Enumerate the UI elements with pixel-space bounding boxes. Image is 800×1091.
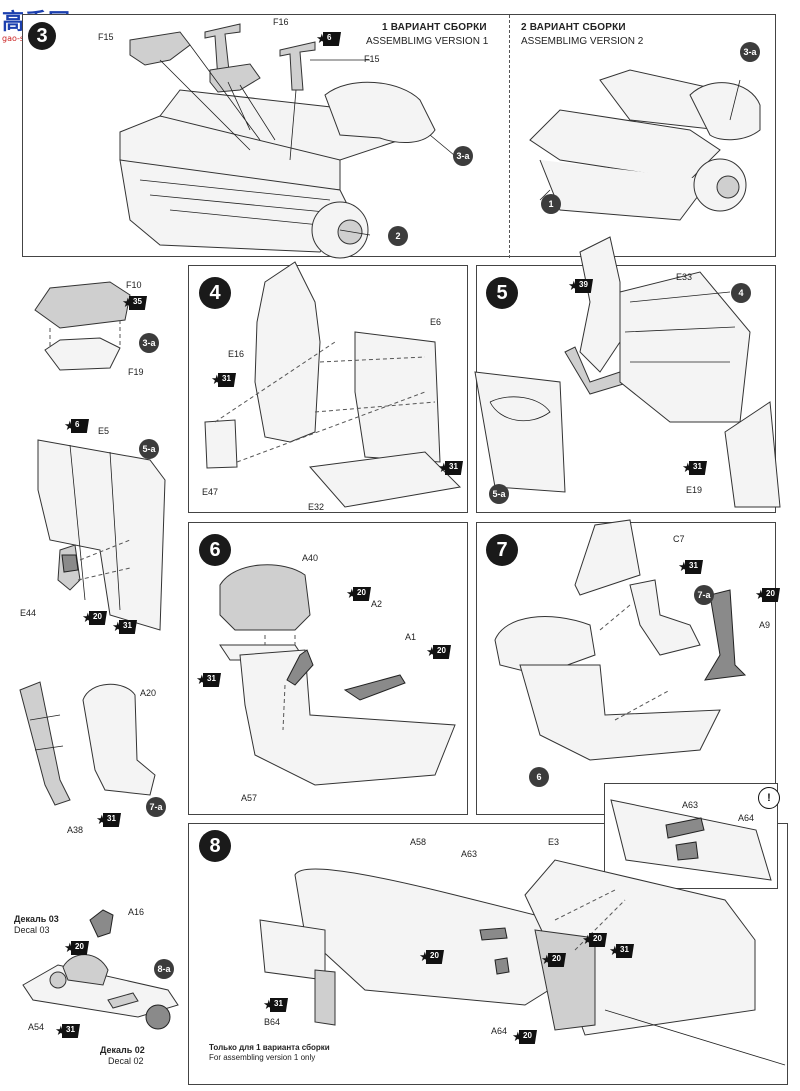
badge-20-step8-c: ★20 xyxy=(541,952,566,967)
ref-1: 1 xyxy=(541,194,561,214)
label-e32: E32 xyxy=(308,502,325,512)
ref-3a-sub: 3-a xyxy=(139,333,159,353)
label-a38: A38 xyxy=(67,825,84,835)
ref-7a-step7: 7-a xyxy=(694,585,714,605)
badge-20-sub5a: ★20 xyxy=(82,610,107,625)
version1-title: 1 ВАРИАНТ СБОРКИ xyxy=(382,22,487,33)
ref-5a-sub: 5-a xyxy=(139,439,159,459)
step-4-drawing xyxy=(204,261,462,508)
label-a63-inset: A63 xyxy=(682,800,699,810)
badge-31-step7: ★31 xyxy=(678,559,703,574)
version2-subtitle: ASSEMBLIMG VERSION 2 xyxy=(521,36,644,47)
version1-subtitle: ASSEMBLIMG VERSION 1 xyxy=(366,36,489,47)
decal-02-ru: Декаль 02 xyxy=(100,1045,145,1055)
label-a64-inset: A64 xyxy=(738,813,755,823)
sub-8a-drawing xyxy=(22,909,179,1030)
label-f10: F10 xyxy=(126,280,142,290)
label-a40: A40 xyxy=(302,553,319,563)
label-e19: E19 xyxy=(686,485,703,495)
badge-31-step4-left: ★31 xyxy=(211,372,236,387)
label-a64-main: A64 xyxy=(491,1026,508,1036)
label-e44: E44 xyxy=(20,608,37,618)
engine-drawing-version1 xyxy=(119,23,461,259)
step-6-drawing xyxy=(219,564,456,786)
badge-20-step8-a: ★20 xyxy=(419,949,444,964)
step-5-drawing xyxy=(474,236,781,508)
label-e6: E6 xyxy=(430,317,442,327)
label-a20: A20 xyxy=(140,688,157,698)
label-a63-main: A63 xyxy=(461,849,478,859)
badge-20-step8-b: ★20 xyxy=(582,932,607,947)
note-version1-ru: Только для 1 варианта сборки xyxy=(209,1043,330,1052)
badge-20-step7: ★20 xyxy=(755,587,780,602)
label-a57: A57 xyxy=(241,793,258,803)
label-a2: A2 xyxy=(371,599,383,609)
badge-35: ★35 xyxy=(122,295,147,310)
label-c7: C7 xyxy=(673,534,685,544)
label-f19: F19 xyxy=(128,367,144,377)
badge-39: ★39 xyxy=(568,278,593,293)
label-e33: E33 xyxy=(676,272,693,282)
sub-3a-drawing xyxy=(34,281,131,371)
decal-02-en: Decal 02 xyxy=(108,1056,144,1066)
ref-8a: 8-a xyxy=(154,959,174,979)
ref-4: 4 xyxy=(731,283,751,303)
step-3-number: 3 xyxy=(28,22,56,50)
ref-2: 2 xyxy=(388,226,408,246)
step-4-number: 4 xyxy=(199,277,231,309)
badge-31-step6: ★31 xyxy=(196,672,221,687)
version2-title: 2 ВАРИАНТ СБОРКИ xyxy=(521,22,626,33)
decal-03-ru: Декаль 03 xyxy=(14,914,59,924)
badge-31-sub7a: ★31 xyxy=(96,812,121,827)
step-8-number: 8 xyxy=(199,830,231,862)
ref-5a: 5-a xyxy=(489,484,509,504)
label-a16: A16 xyxy=(128,907,145,917)
step-6-number: 6 xyxy=(199,534,231,566)
badge-20-step6-a1: ★20 xyxy=(426,644,451,659)
badge-31-step5: ★31 xyxy=(682,460,707,475)
decal-03-en: Decal 03 xyxy=(14,925,50,935)
label-f16: F16 xyxy=(273,17,289,27)
label-a58: A58 xyxy=(410,837,427,847)
badge-31-sub8a: ★31 xyxy=(55,1023,80,1038)
badge-20-step6-a2: ★20 xyxy=(346,586,371,601)
step-8-inset-drawing xyxy=(610,799,772,881)
badge-31-sub5a: ★31 xyxy=(112,619,137,634)
label-b64: B64 xyxy=(264,1017,281,1027)
step-5-number: 5 xyxy=(486,277,518,309)
ref-3a-v1: 3-a xyxy=(453,146,473,166)
label-e47: E47 xyxy=(202,487,219,497)
step-7-drawing xyxy=(494,519,747,761)
label-a1: A1 xyxy=(405,632,417,642)
sub-7a-drawing xyxy=(19,681,156,806)
badge-20-sub8a: ★20 xyxy=(64,940,89,955)
badge-31-step4-right: ★31 xyxy=(438,460,463,475)
ref-7a-sub: 7-a xyxy=(146,797,166,817)
badge-6-sub5a: ★6 xyxy=(64,418,89,433)
label-e16: E16 xyxy=(228,349,245,359)
label-e5: E5 xyxy=(98,426,110,436)
label-e3: E3 xyxy=(548,837,560,847)
label-f15-left: F15 xyxy=(98,32,114,42)
step-7-number: 7 xyxy=(486,534,518,566)
badge-31-step8-a: ★31 xyxy=(609,943,634,958)
label-a9: A9 xyxy=(759,620,771,630)
sub-5a-drawing xyxy=(37,439,166,631)
version-divider xyxy=(509,15,510,258)
ref-3a-v2: 3-a xyxy=(740,42,760,62)
inset-warning-mark: ! xyxy=(758,787,780,809)
badge-31-step8-b: ★31 xyxy=(263,997,288,1012)
step-8-drawing xyxy=(259,859,786,1066)
note-version1-en: For assembling version 1 only xyxy=(209,1053,316,1062)
badge-6-top: ★6 xyxy=(316,31,341,46)
label-a54: A54 xyxy=(28,1022,45,1032)
engine-drawing-version2 xyxy=(529,69,761,221)
ref-6: 6 xyxy=(529,767,549,787)
label-f15-right: F15 xyxy=(364,54,380,64)
badge-20-step8-d: ★20 xyxy=(512,1029,537,1044)
